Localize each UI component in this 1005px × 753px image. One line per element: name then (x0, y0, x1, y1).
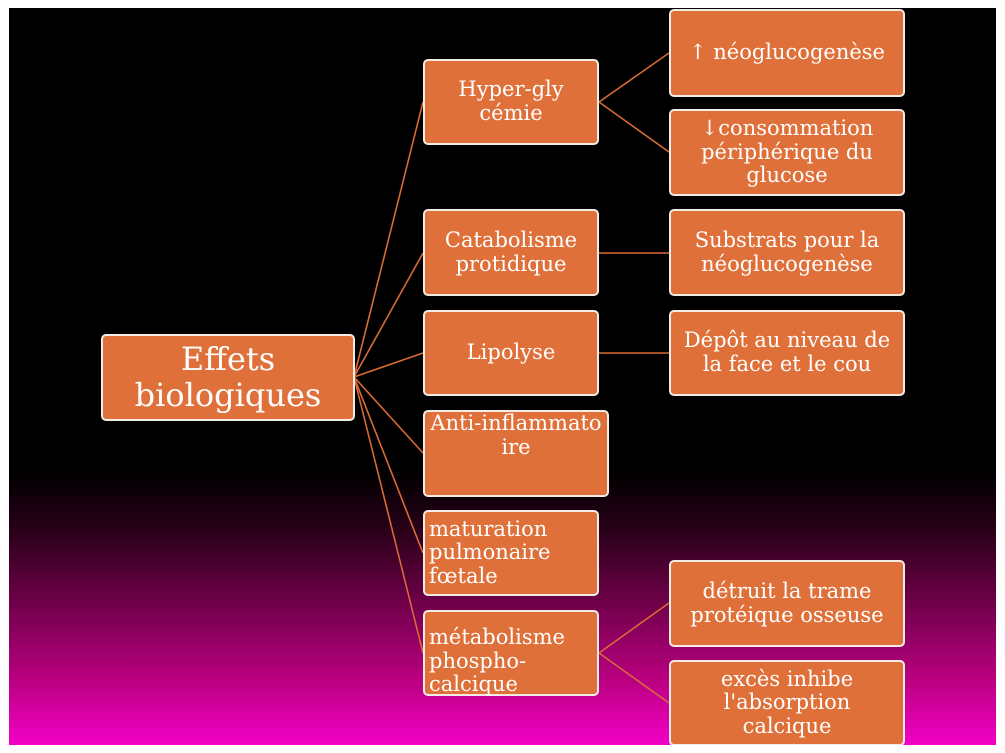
leaf-node-neoglucogenese: ↑ néoglucogenèse (669, 9, 905, 97)
connector-hyperglycemie-neoglucogenese (598, 52, 670, 103)
branch-node-lipolyse: Lipolyse (423, 310, 599, 396)
connector-root-metabolisme (353, 376, 424, 654)
slide: Effets biologiques Hyper-glycémie Catabo… (9, 8, 996, 745)
branch-label: maturation pulmonaire fœtale (429, 516, 551, 588)
leaf-label: excès inhibe l'absorption calcique (720, 666, 854, 738)
leaf-label: Dépôt au niveau de la face et le cou (683, 328, 891, 376)
connector-metabolisme-trame (598, 602, 670, 654)
root-node: Effets biologiques (101, 334, 355, 421)
connector-lines (353, 52, 670, 704)
branch-node-hyperglycemie: Hyper-glycémie (423, 59, 599, 145)
leaf-node-absorption: excès inhibe l'absorption calcique (669, 660, 905, 745)
leaf-label: ↓consommation périphérique du glucose (700, 116, 874, 188)
branch-label: Anti-inflammatoire (430, 411, 602, 459)
branch-label: Hyper-glycémie (458, 77, 564, 125)
branch-label: Catabolisme protidique (444, 227, 578, 276)
leaf-label: Substrats pour la néoglucogenèse (694, 227, 880, 276)
leaf-node-substrats: Substrats pour la néoglucogenèse (669, 209, 905, 296)
branch-node-anti-inflammatoire: Anti-inflammatoire (423, 410, 609, 497)
leaf-node-consommation: ↓consommation périphérique du glucose (669, 109, 905, 196)
leaf-label: ↑ néoglucogenèse (689, 40, 885, 65)
connector-root-anti-inflammatoire (353, 376, 424, 454)
branch-node-maturation: maturation pulmonaire fœtale (423, 510, 599, 596)
connector-root-hyperglycemie (353, 101, 424, 378)
branch-node-catabolisme: Catabolisme protidique (423, 209, 599, 296)
connector-root-lipolyse (353, 352, 424, 378)
leaf-node-trame: détruit la trame protéique osseuse (669, 560, 905, 647)
branch-node-metabolisme: métabolisme phospho-calcique (423, 610, 599, 696)
branch-label: métabolisme phospho-calcique (429, 625, 565, 697)
connector-metabolisme-absorption (598, 652, 670, 704)
leaf-label: détruit la trame protéique osseuse (690, 578, 884, 627)
root-label: Effets biologiques (134, 340, 322, 414)
connector-hyperglycemie-consommation (598, 101, 670, 153)
connector-root-maturation (353, 376, 424, 554)
leaf-node-depot: Dépôt au niveau de la face et le cou (669, 310, 905, 396)
connector-root-catabolisme (353, 252, 424, 378)
branch-label: Lipolyse (466, 340, 556, 365)
